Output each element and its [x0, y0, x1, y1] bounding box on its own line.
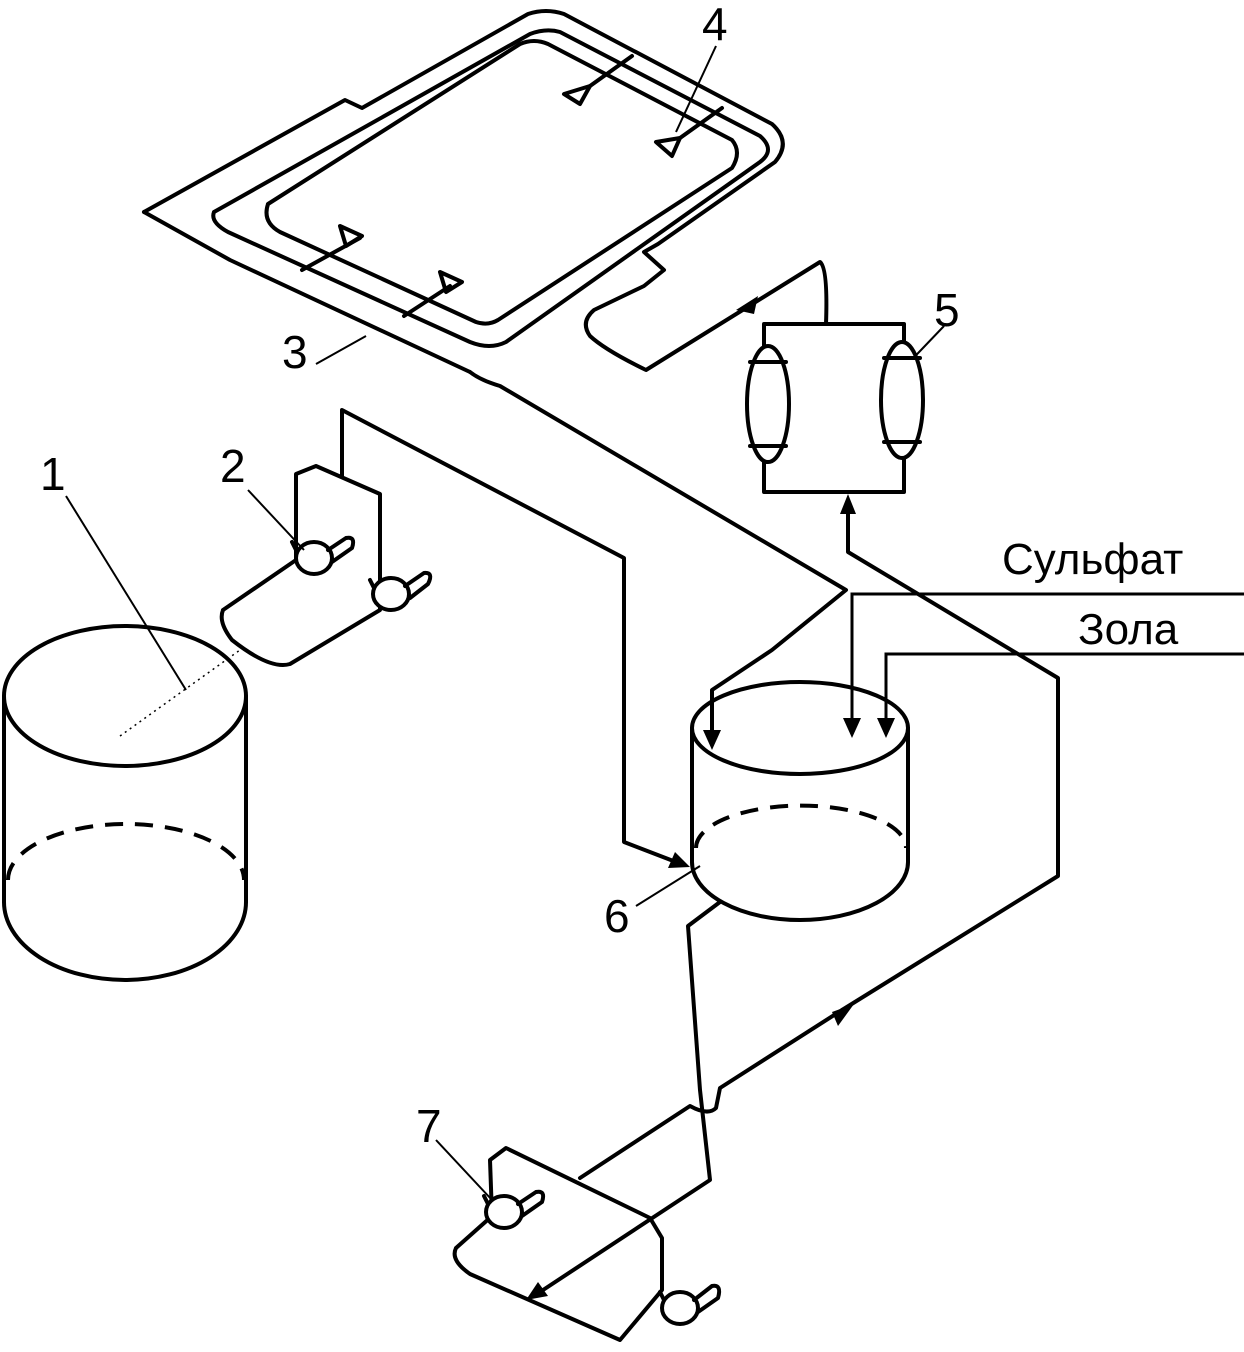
pipe-frame-to-tank6 [468, 370, 848, 750]
pump-station-2 [219, 464, 433, 667]
pipe-to-filter [832, 494, 1060, 1026]
leader-2 [247, 489, 305, 551]
tank-6 [690, 680, 910, 922]
leader-3 [315, 335, 367, 365]
leader-1-dotted [119, 649, 241, 737]
label-2: 2 [220, 440, 246, 492]
leader-6 [635, 865, 701, 907]
tank-1 [2, 624, 248, 982]
irrigation-frame-3 [142, 9, 829, 374]
label-1: 1 [40, 448, 66, 500]
label-5: 5 [934, 284, 960, 336]
label-3: 3 [282, 326, 308, 378]
label-7: 7 [416, 1100, 442, 1152]
leader-7 [435, 1139, 493, 1201]
pump-station-7 [452, 1146, 722, 1342]
flow-arrow-to-frame [736, 296, 758, 314]
pipe-tank6-to-pump7 [526, 900, 722, 1300]
label-6: 6 [604, 890, 630, 942]
pipe-pump2-to-tank6 [340, 408, 690, 868]
pipe-pump7-to-return [578, 1008, 844, 1180]
leader-1 [65, 495, 187, 691]
label-ash: Зола [1078, 605, 1179, 654]
label-sulfate: Сульфат [1002, 535, 1183, 584]
label-4: 4 [702, 0, 728, 50]
sulfate-inlet [843, 592, 1244, 738]
filter-block-5 [745, 322, 925, 494]
leader-4 [675, 45, 717, 133]
ash-inlet [877, 652, 1244, 738]
